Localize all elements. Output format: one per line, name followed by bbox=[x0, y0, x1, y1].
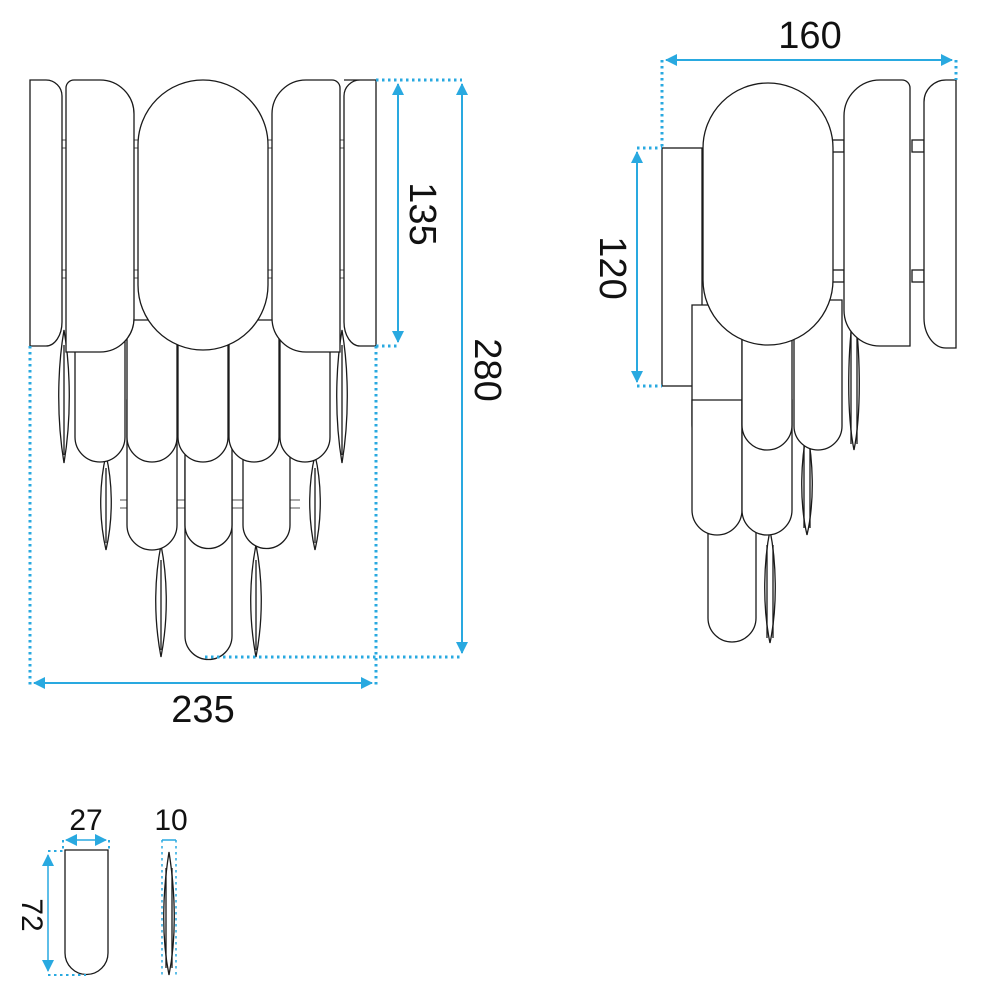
pendant-shape bbox=[163, 851, 175, 976]
label-160: 160 bbox=[778, 15, 841, 57]
front-view bbox=[29, 79, 377, 661]
label-120: 120 bbox=[591, 236, 633, 299]
dimension-lines bbox=[28, 54, 958, 976]
label-72: 72 bbox=[15, 898, 48, 931]
side-top-tier bbox=[702, 79, 957, 349]
label-135: 135 bbox=[401, 182, 443, 245]
petal-shape bbox=[64, 849, 109, 976]
pendant-detail bbox=[163, 851, 175, 976]
front-middle-tier bbox=[58, 319, 348, 464]
label-27: 27 bbox=[69, 804, 102, 837]
side-arm-connectors bbox=[831, 139, 925, 283]
side-view bbox=[661, 79, 957, 644]
side-middle-tier bbox=[741, 299, 860, 451]
label-280: 280 bbox=[466, 338, 508, 401]
dimension-labels: 235 135 280 160 120 27 72 10 bbox=[15, 15, 842, 932]
label-10: 10 bbox=[154, 804, 187, 837]
petal-detail bbox=[64, 849, 109, 976]
label-235: 235 bbox=[171, 689, 234, 731]
front-top-tier bbox=[29, 79, 377, 353]
